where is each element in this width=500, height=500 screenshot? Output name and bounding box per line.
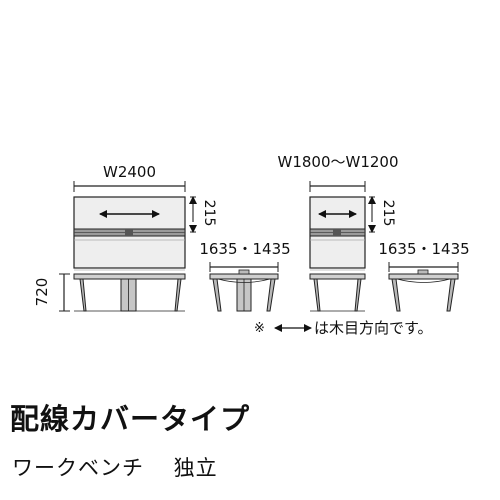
note-mark: ※ (254, 321, 265, 336)
tabletop-left (73, 273, 186, 280)
panel-height-label-right: 215 (380, 200, 396, 227)
table-height-dimension: 720 (33, 273, 70, 312)
width-label-right: W1800～W1200 (277, 153, 398, 171)
depth-label-right: 1635・1435 (378, 240, 469, 258)
product-title: 配線カバータイプ (10, 402, 251, 436)
leg-right-b (354, 278, 362, 312)
tabletop-side-left (209, 273, 279, 280)
leg-left-a (79, 278, 87, 312)
side-leg-right-a (391, 278, 401, 312)
side-leg-right-b (446, 278, 456, 312)
left-side-view: 1635・1435 (199, 240, 291, 312)
panel-height-label-left: 215 (201, 200, 217, 227)
right-side-view: 1635・1435 (378, 240, 470, 312)
leg-left-b (174, 278, 182, 312)
product-subtitle: ワークベンチ 独立 (12, 456, 218, 480)
workbench-diagram: W2400 215 720 1635・1435 (33, 153, 470, 337)
depth-label-left: 1635・1435 (199, 240, 290, 258)
grain-direction-note: ※ は木目方向です。 (254, 319, 433, 337)
side-leg-left-b (266, 278, 276, 312)
table-height-label: 720 (33, 278, 51, 307)
tabletop-side-right (388, 273, 459, 280)
note-text: は木目方向です。 (314, 319, 433, 337)
tabletop-right (309, 273, 366, 280)
right-front-view: W1800～W1200 215 (277, 153, 399, 312)
width-label-left: W2400 (103, 163, 156, 181)
left-front-view: W2400 215 (73, 163, 217, 312)
side-leg-left-a (212, 278, 222, 312)
leg-right-a (313, 278, 321, 312)
